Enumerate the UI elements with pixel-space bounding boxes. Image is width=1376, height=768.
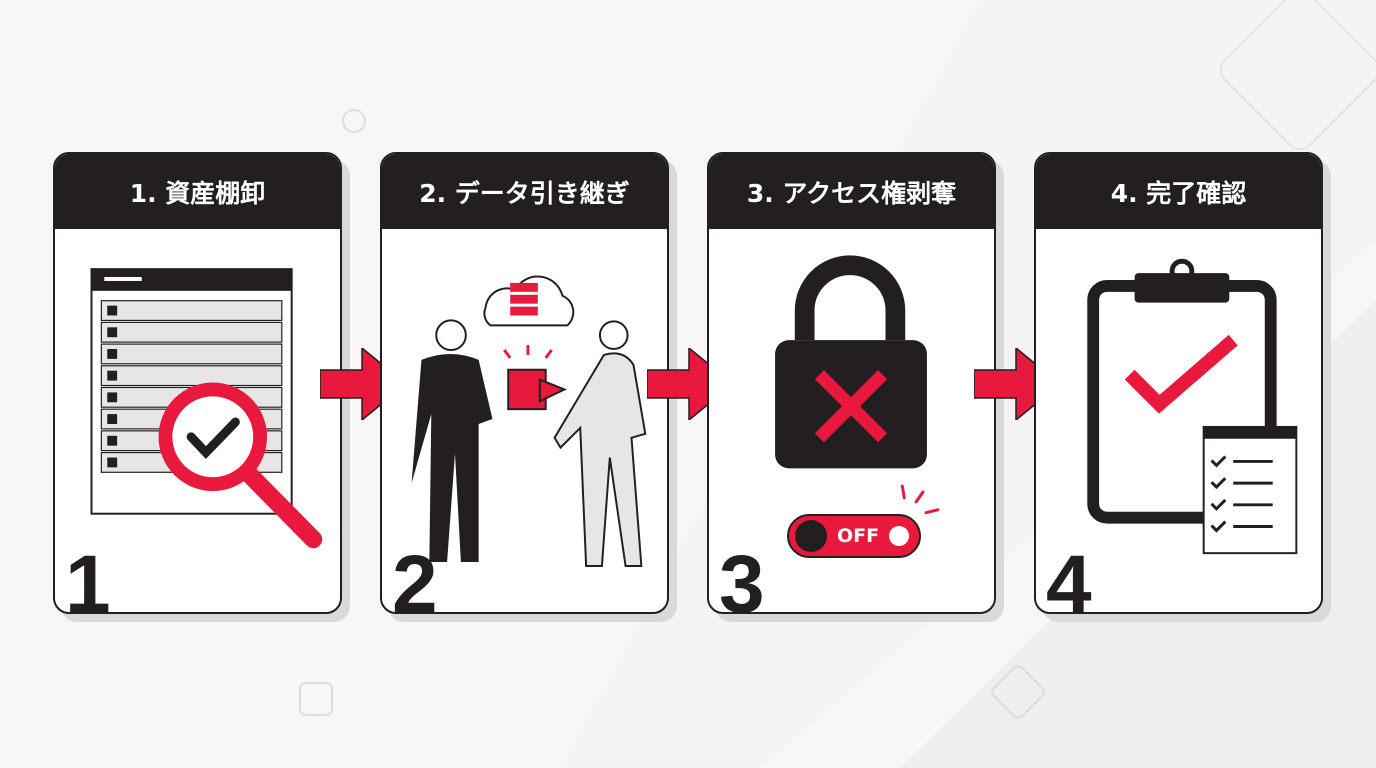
step-card-asset-inventory: 1. 資産棚卸 1 <box>53 152 342 614</box>
step-card-access-revocation: 3. アクセス権剥奪 OFF 3 <box>707 152 996 614</box>
handover-people-icon <box>411 275 647 567</box>
toggle-indicator-dot <box>889 526 910 546</box>
toggle-label: OFF <box>837 525 880 547</box>
access-toggle-off[interactable]: OFF <box>787 514 921 558</box>
step-number: 2 <box>392 539 438 614</box>
clipboard-checklist-icon <box>1087 258 1298 555</box>
step-number: 3 <box>719 539 765 614</box>
step-card-data-handover: 2. データ引き継ぎ 2 <box>380 152 669 614</box>
step-number: 4 <box>1046 539 1092 614</box>
step-number: 1 <box>65 539 111 614</box>
locked-padlock-x-icon <box>775 255 940 515</box>
inventory-list-magnifier-icon <box>90 268 323 549</box>
toggle-knob <box>795 520 827 552</box>
step-title: 3. アクセス権剥奪 <box>709 154 994 229</box>
step-card-completion-check: 4. 完了確認 4 <box>1034 152 1323 614</box>
step-title: 1. 資産棚卸 <box>55 154 340 229</box>
step-title: 2. データ引き継ぎ <box>382 154 667 229</box>
step-title: 4. 完了確認 <box>1036 154 1321 229</box>
